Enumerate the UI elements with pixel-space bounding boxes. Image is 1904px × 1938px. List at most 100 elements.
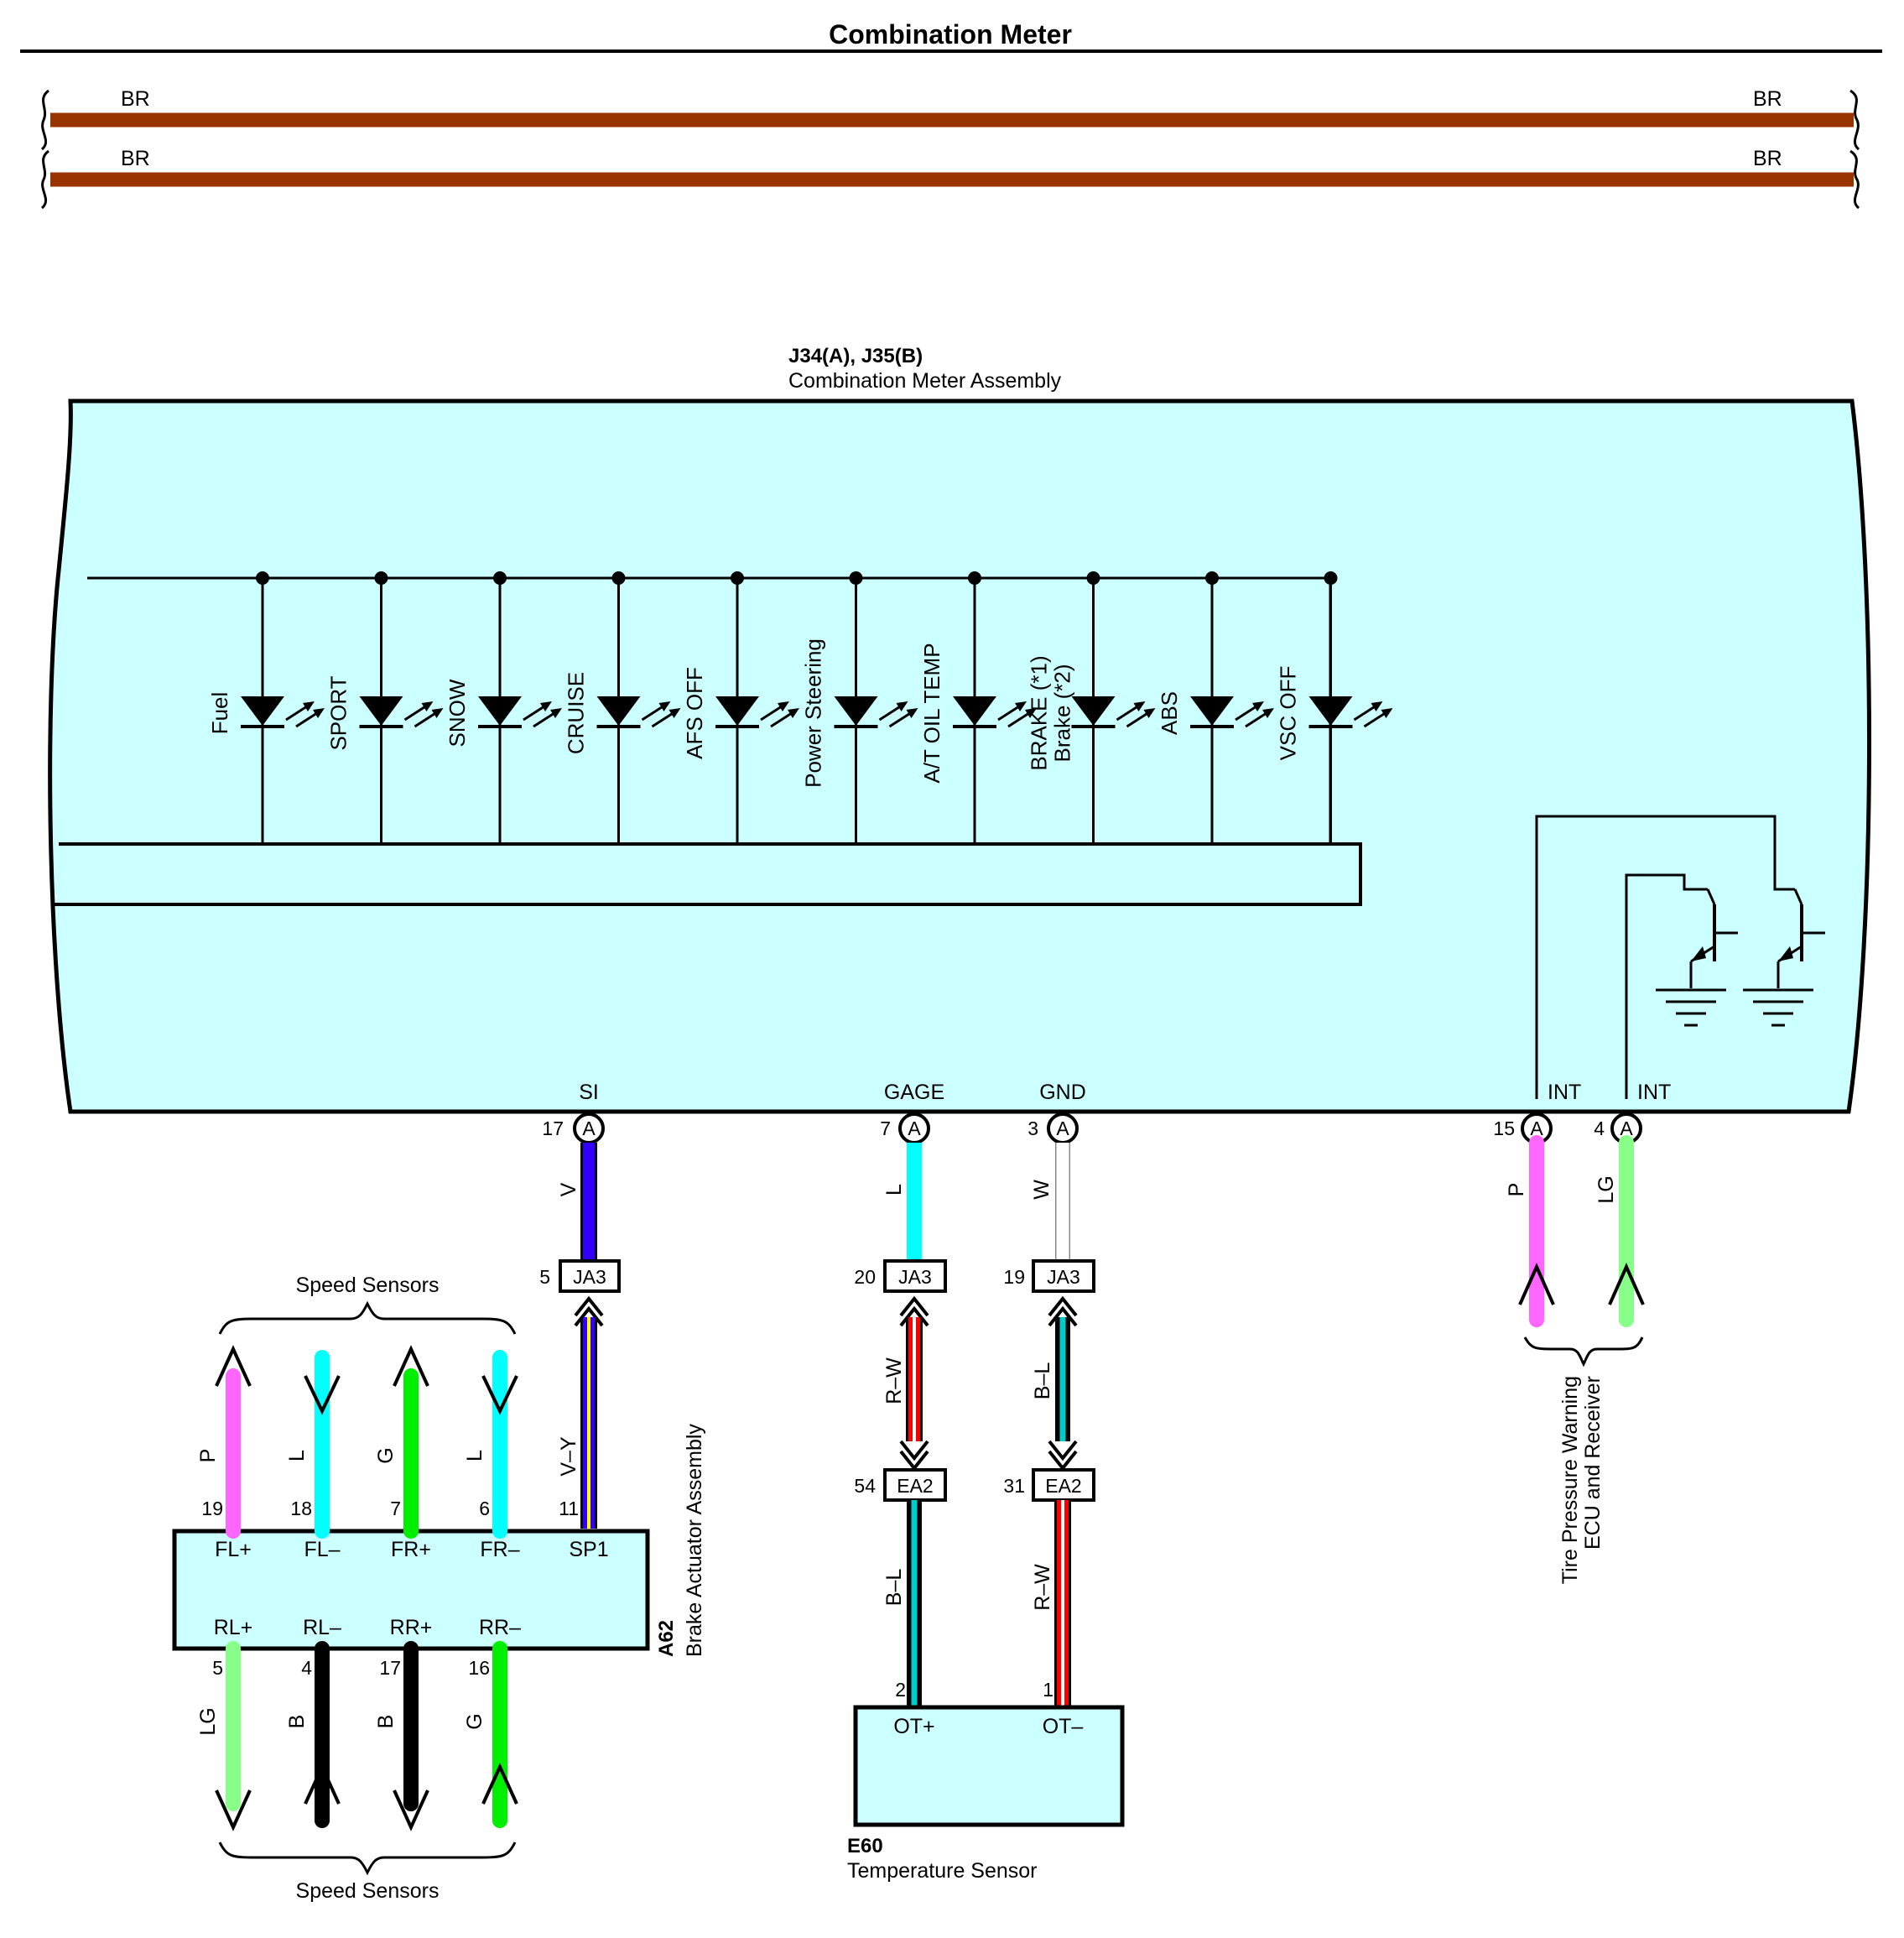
temp-sensor-name: Temperature Sensor bbox=[847, 1859, 1038, 1883]
ba-terminal-rl-plus-wire: LG bbox=[196, 1707, 220, 1735]
lamp-abs: ABS bbox=[1157, 571, 1274, 844]
terminal-gnd-name: GND bbox=[1039, 1081, 1086, 1104]
lamp-driver-block bbox=[54, 842, 1362, 906]
speed-sensors-top-label: Speed Sensors bbox=[296, 1274, 440, 1297]
ba-terminal-fr-minus-wire: L bbox=[463, 1450, 486, 1461]
terminal-gnd-pin: 3 bbox=[1027, 1117, 1038, 1139]
wire-int-4-label: LG bbox=[1594, 1175, 1618, 1203]
junction-ja3-si-pin: 5 bbox=[539, 1266, 550, 1288]
brake-actuator-sp1-pin: 11 bbox=[559, 1498, 579, 1519]
junction-ea2-gnd: EA2 31 bbox=[1003, 1468, 1095, 1502]
wire-gage-lower-label: B–L bbox=[882, 1569, 906, 1607]
transistor-2-emitter-arrow bbox=[1778, 946, 1793, 961]
lamp-vsc-off-label: VSC OFF bbox=[1276, 666, 1301, 761]
tpw-brace bbox=[1523, 1336, 1644, 1368]
junction-ja3-gage-code: JA3 bbox=[898, 1266, 932, 1288]
brake-actuator-code: A62 bbox=[655, 1620, 678, 1657]
lamp-snow-label: SNOW bbox=[445, 679, 470, 747]
transistor-1-emitter-arrow bbox=[1691, 946, 1706, 961]
junction-ja3-gnd-code: JA3 bbox=[1047, 1266, 1080, 1288]
wire-si-lower bbox=[574, 1295, 604, 1529]
ba-terminal-rl-minus-name: RL– bbox=[303, 1616, 341, 1639]
ba-terminal-rl-minus-wire: B bbox=[285, 1715, 309, 1729]
bus-wire-1-right-label: BR bbox=[1753, 87, 1782, 111]
speed-sensors-bottom-label: Speed Sensors bbox=[296, 1879, 440, 1903]
temp-sensor-ot-minus: OT– bbox=[1043, 1715, 1084, 1738]
terminal-gage-conn: A bbox=[908, 1117, 921, 1139]
ba-terminal-fr-plus: FR+7G bbox=[374, 1345, 431, 1561]
ba-terminal-rr-plus-pin: 17 bbox=[379, 1657, 401, 1679]
lamp-a-t-oil-temp: A/T OIL TEMP bbox=[919, 571, 1037, 844]
lamp-sport-label: SPORT bbox=[326, 675, 351, 750]
lamp-brake-1-label-2: Brake (*2) bbox=[1050, 664, 1075, 762]
ba-terminal-rl-minus: RL– 4B bbox=[285, 1616, 341, 1828]
ba-terminal-fr-minus-name: FR– bbox=[480, 1538, 519, 1561]
ba-terminal-rl-plus-name: RL+ bbox=[214, 1616, 253, 1639]
terminal-int-15-name: INT bbox=[1548, 1081, 1581, 1104]
terminal-gage-pin: 7 bbox=[880, 1117, 891, 1139]
ba-terminal-rl-minus-pin: 4 bbox=[301, 1657, 312, 1679]
ba-terminal-rr-minus: RR–16G bbox=[463, 1616, 521, 1828]
ba-terminal-fl-minus-name: FL– bbox=[304, 1538, 340, 1561]
junction-ja3-si-code: JA3 bbox=[573, 1266, 606, 1288]
junction-ja3-gnd: JA3 19 bbox=[1003, 1259, 1095, 1293]
terminal-int-4-pin: 4 bbox=[1594, 1117, 1605, 1139]
ba-terminal-fl-plus-name: FL+ bbox=[215, 1538, 252, 1561]
lamp-vsc-off: VSC OFF bbox=[1276, 571, 1393, 844]
ba-terminal-fl-minus-wire: L bbox=[285, 1450, 309, 1461]
diagram-title: Combination Meter bbox=[829, 19, 1072, 49]
temp-sensor-code: E60 bbox=[847, 1835, 883, 1857]
terminal-int-15-pin: 15 bbox=[1493, 1117, 1515, 1139]
terminal-gage-name: GAGE bbox=[884, 1081, 944, 1104]
junction-ea2-gage-code: EA2 bbox=[897, 1475, 933, 1497]
ba-terminal-rr-minus-wire: G bbox=[463, 1713, 486, 1729]
wire-gnd-upper-label: W bbox=[1030, 1180, 1053, 1200]
wire-gage-upper-label: L bbox=[882, 1184, 906, 1196]
junction-ea2-gage: EA2 54 bbox=[854, 1468, 947, 1502]
tpw-label-line2: ECU and Receiver bbox=[1581, 1376, 1605, 1550]
terminal-gnd-conn: A bbox=[1056, 1117, 1069, 1139]
meter-name: Combination Meter Assembly bbox=[788, 369, 1062, 393]
ba-terminal-fr-minus-pin: 6 bbox=[479, 1498, 490, 1519]
ba-terminal-fr-minus: FR– 6 L bbox=[463, 1350, 520, 1561]
terminal-int-4-conn: A bbox=[1620, 1117, 1633, 1139]
bus-wire-2: BR BR bbox=[40, 147, 1860, 210]
ba-terminal-rr-plus-name: RR+ bbox=[390, 1616, 433, 1639]
ba-terminal-fl-plus-wire: P bbox=[196, 1449, 220, 1463]
terminal-int-4-name: INT bbox=[1637, 1081, 1671, 1104]
terminal-gage: GAGE A 7 bbox=[880, 1081, 944, 1144]
wire-int-15-label: P bbox=[1505, 1183, 1528, 1197]
ba-terminal-rl-plus-pin: 5 bbox=[212, 1657, 223, 1679]
terminal-si-name: SI bbox=[579, 1081, 599, 1104]
bus-wire-1: BR BR bbox=[40, 87, 1860, 151]
ba-terminal-fl-minus-pin: 18 bbox=[290, 1498, 312, 1519]
terminal-si: SI A 17 bbox=[542, 1081, 605, 1144]
ba-terminal-fl-plus: FL+ 19 P bbox=[196, 1345, 252, 1561]
speed-sensors-bottom-brace bbox=[218, 1842, 517, 1876]
ba-terminal-fr-plus-pin: 7 bbox=[390, 1498, 401, 1519]
terminal-si-conn: A bbox=[582, 1117, 596, 1139]
wire-si-upper-label: V bbox=[557, 1182, 580, 1196]
ba-terminal-rr-plus-wire: B bbox=[374, 1715, 398, 1729]
tire-pressure-driver-circuit bbox=[1535, 815, 1825, 1099]
ba-terminal-rr-plus: RR+ 17B bbox=[374, 1616, 433, 1831]
terminal-int-15-conn: A bbox=[1530, 1117, 1543, 1139]
meter-code: J34(A), J35(B) bbox=[788, 345, 923, 367]
lamp-abs-label: ABS bbox=[1157, 691, 1182, 735]
junction-ja3-gnd-pin: 19 bbox=[1003, 1266, 1025, 1288]
ba-terminal-fr-plus-name: FR+ bbox=[391, 1538, 431, 1561]
tpw-label-line1: Tire Pressure Warning bbox=[1558, 1376, 1582, 1584]
ba-terminal-fl-plus-pin: 19 bbox=[201, 1498, 223, 1519]
speed-sensors-top-brace bbox=[218, 1300, 517, 1335]
brake-actuator-name: Brake Actuator Assembly bbox=[683, 1424, 706, 1657]
junction-ea2-gnd-pin: 31 bbox=[1003, 1475, 1025, 1497]
ba-terminal-rr-minus-pin: 16 bbox=[468, 1657, 490, 1679]
temp-sensor: OT+ OT– 2 1 E60 Temperature Sensor bbox=[847, 1679, 1125, 1883]
temp-sensor-pin-2: 2 bbox=[895, 1679, 906, 1701]
brake-actuator-sp1-name: SP1 bbox=[569, 1538, 608, 1561]
bus-wire-2-left-label: BR bbox=[121, 147, 150, 170]
temp-sensor-pin-1: 1 bbox=[1043, 1679, 1053, 1701]
terminal-gnd: GND A 3 bbox=[1027, 1081, 1086, 1144]
